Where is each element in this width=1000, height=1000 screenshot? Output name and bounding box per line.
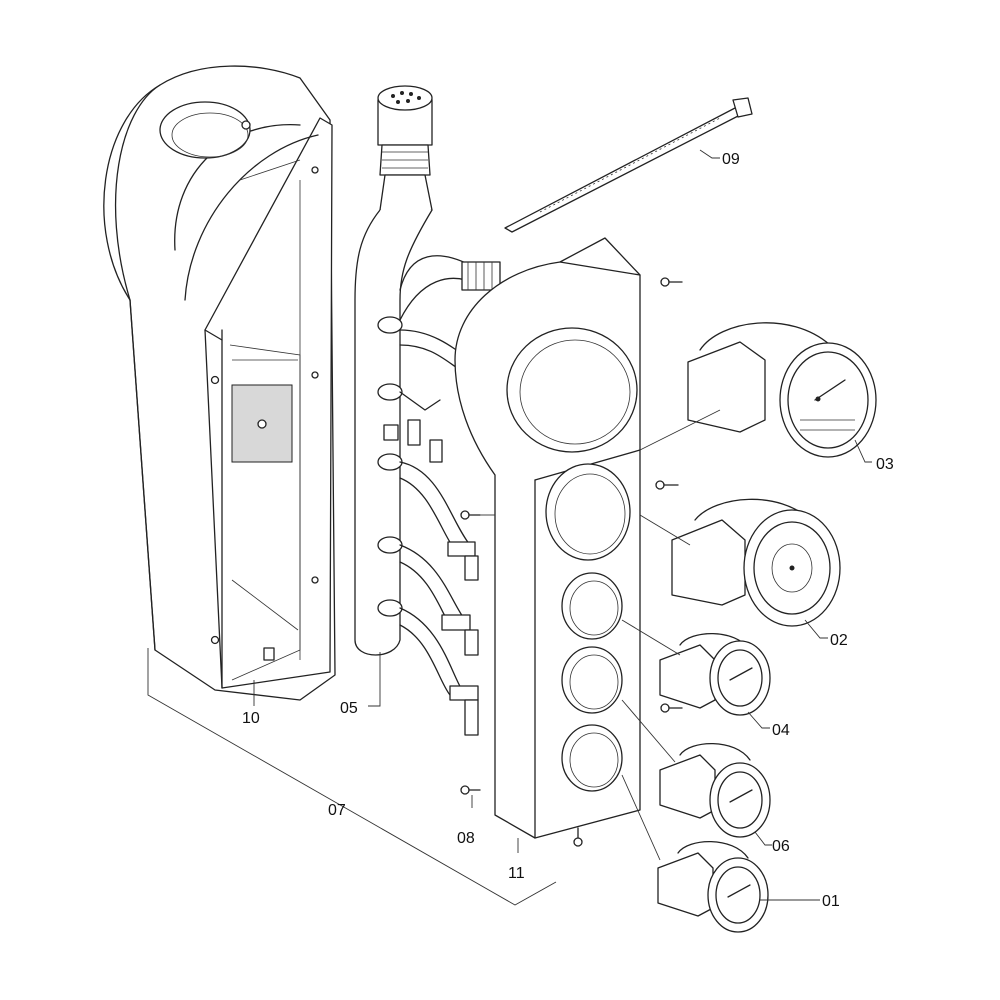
callout-08: 08 (457, 830, 475, 847)
gauge-04 (659, 632, 771, 716)
housing-screws (460, 277, 683, 847)
rear-housing-shell (103, 65, 336, 701)
callout-03: 03 (876, 456, 894, 473)
front-gauge-housing (454, 237, 641, 839)
leader-lines (253, 149, 872, 901)
wiring-harness (354, 85, 501, 736)
gauge-01 (657, 840, 769, 933)
callout-04: 04 (772, 722, 790, 739)
callout-labels: 10 05 09 03 02 04 06 01 07 08 11 (242, 151, 894, 910)
assembly-lines (480, 409, 721, 861)
callout-07: 07 (328, 802, 346, 819)
gauge-02 (671, 498, 841, 627)
callout-09: 09 (722, 151, 740, 168)
callout-06: 06 (772, 838, 790, 855)
cable-tie (504, 97, 753, 233)
assembly-bracket-07 (147, 648, 557, 906)
callout-05: 05 (340, 700, 358, 717)
callout-10: 10 (242, 710, 260, 727)
gauge-06 (659, 742, 771, 838)
callout-02: 02 (830, 632, 848, 649)
gauge-03 (687, 322, 877, 458)
callout-11: 11 (508, 865, 525, 882)
callout-01: 01 (822, 893, 840, 910)
